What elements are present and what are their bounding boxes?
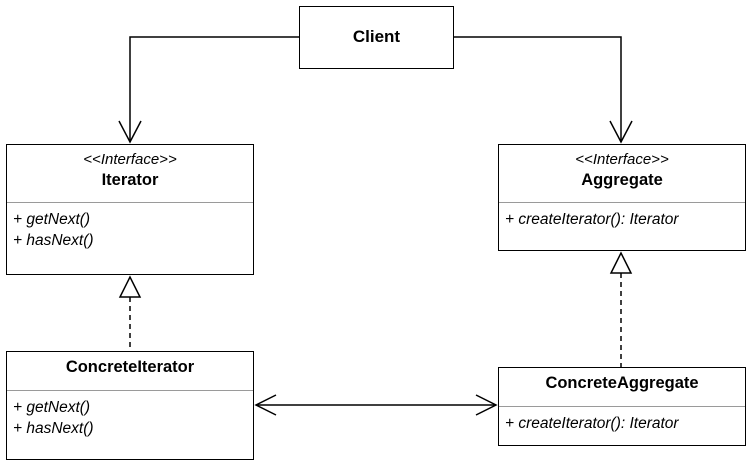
- concrete-aggregate-class-name: ConcreteAggregate: [545, 374, 699, 392]
- concrete-iterator-class-box: ConcreteIterator + getNext() + hasNext(): [6, 351, 254, 460]
- iterator-stereotype: <<Interface>>: [83, 151, 177, 168]
- iterator-separator: [7, 202, 253, 203]
- aggregate-interface-box: <<Interface>> Aggregate + createIterator…: [498, 144, 746, 251]
- client-to-aggregate-arrowhead: [609, 120, 633, 144]
- concrete-aggregate-separator: [499, 406, 745, 407]
- right-arrowhead: [475, 394, 498, 416]
- client-to-iterator-arrowhead: [118, 120, 142, 144]
- client-to-aggregate-line: [454, 36, 622, 142]
- aggregate-separator: [499, 202, 745, 203]
- iterator-class-name: Iterator: [101, 171, 159, 189]
- iterator-operation: + getNext(): [13, 211, 91, 228]
- concrete-aggregate-operation: + createIterator(): Iterator: [505, 415, 679, 432]
- concrete-iterator-operation: + getNext(): [13, 399, 91, 416]
- concrete-aggregate-class-box: ConcreteAggregate + createIterator(): It…: [498, 367, 746, 446]
- concrete-iterator-class-name: ConcreteIterator: [65, 358, 195, 376]
- aggregate-stereotype: <<Interface>>: [575, 151, 669, 168]
- client-class-box: Client: [299, 6, 454, 69]
- iterator-operation: + hasNext(): [13, 232, 94, 249]
- aggregate-operation: + createIterator(): Iterator: [505, 211, 679, 228]
- aggregate-class-name: Aggregate: [581, 171, 663, 189]
- iterator-interface-box: <<Interface>> Iterator + getNext() + has…: [6, 144, 254, 275]
- aggregate-realization-triangle: [609, 251, 633, 274]
- client-class-name: Client: [352, 27, 401, 46]
- client-to-iterator-line: [129, 36, 299, 142]
- iterator-realization-triangle: [118, 275, 142, 298]
- concrete-iterator-separator: [7, 390, 253, 391]
- left-arrowhead: [254, 394, 277, 416]
- concrete-iterator-operation: + hasNext(): [13, 420, 94, 437]
